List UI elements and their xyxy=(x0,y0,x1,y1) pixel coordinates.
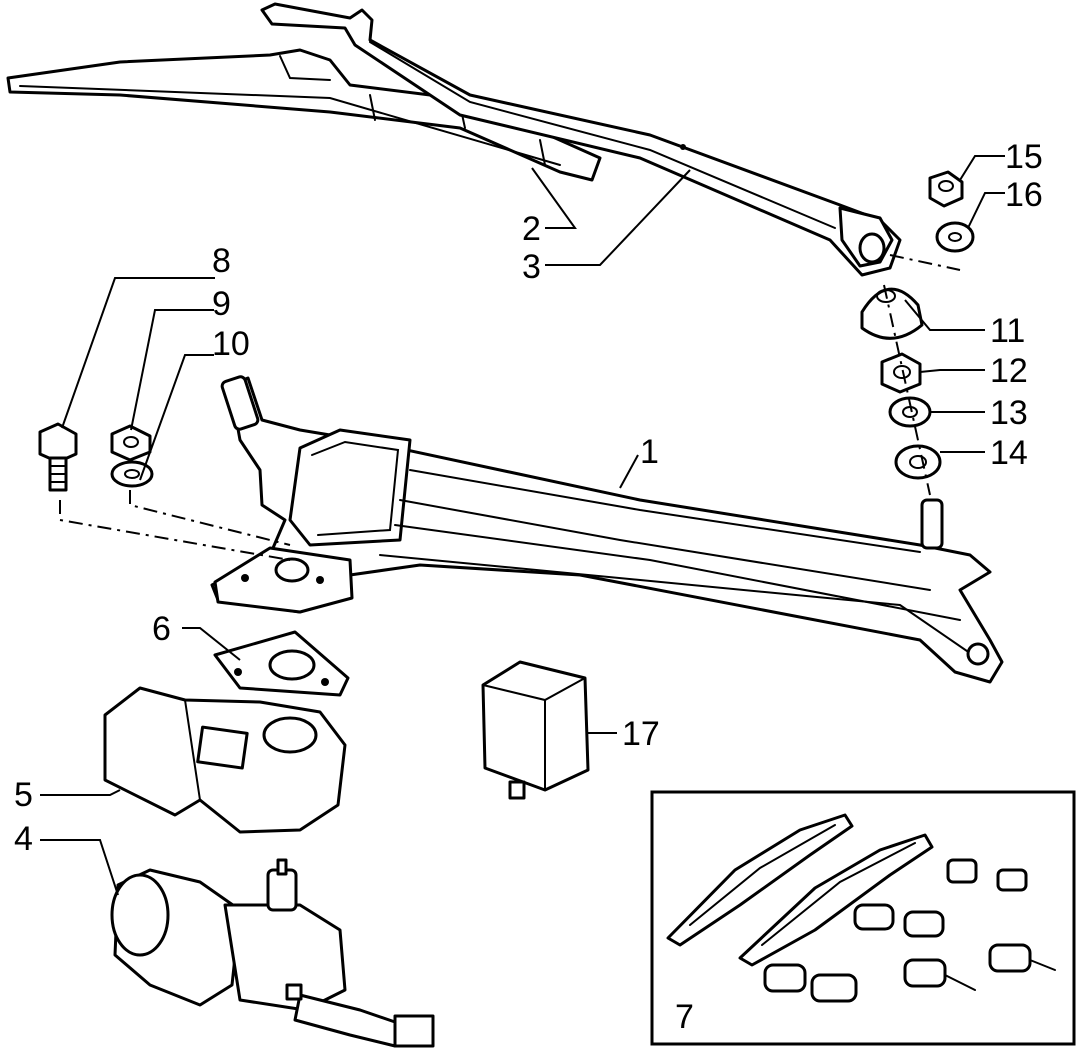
callout-11: 11 xyxy=(990,312,1025,350)
wiper-motor xyxy=(110,858,435,1048)
callout-7: 7 xyxy=(675,998,694,1036)
callout-10: 10 xyxy=(212,325,250,363)
motor-cover xyxy=(103,686,347,834)
callout-14: 14 xyxy=(990,434,1028,472)
callout-15: 15 xyxy=(1005,138,1043,176)
washer-10 xyxy=(110,460,154,488)
wiper-arm xyxy=(260,2,902,277)
nut-12 xyxy=(880,352,922,394)
nut-9 xyxy=(110,424,152,462)
callout-labels: 1 2 3 4 5 6 7 8 9 10 11 12 13 14 15 16 1… xyxy=(14,138,1043,1036)
callout-9: 9 xyxy=(212,285,231,323)
blade-kit-box xyxy=(650,790,1076,1046)
callout-12: 12 xyxy=(990,352,1028,390)
callout-3: 3 xyxy=(522,248,541,286)
bolt-8 xyxy=(38,422,78,492)
callout-16: 16 xyxy=(1005,176,1043,214)
mounting-gasket xyxy=(213,630,350,697)
callout-6: 6 xyxy=(152,610,171,648)
washer-16 xyxy=(935,221,975,253)
nut-15 xyxy=(928,170,964,208)
rubber-grommet xyxy=(860,287,924,340)
washer-14 xyxy=(894,444,942,480)
callout-1: 1 xyxy=(640,433,659,471)
relay-box xyxy=(481,660,590,800)
callout-13: 13 xyxy=(990,394,1028,432)
callout-4: 4 xyxy=(14,820,33,858)
callout-5: 5 xyxy=(14,776,33,814)
wiper-blade xyxy=(6,48,602,182)
callout-17: 17 xyxy=(622,715,660,753)
wiper-linkage xyxy=(210,375,1004,684)
leader-lines xyxy=(40,155,1005,896)
callout-2: 2 xyxy=(522,210,541,248)
callout-8: 8 xyxy=(212,242,231,280)
